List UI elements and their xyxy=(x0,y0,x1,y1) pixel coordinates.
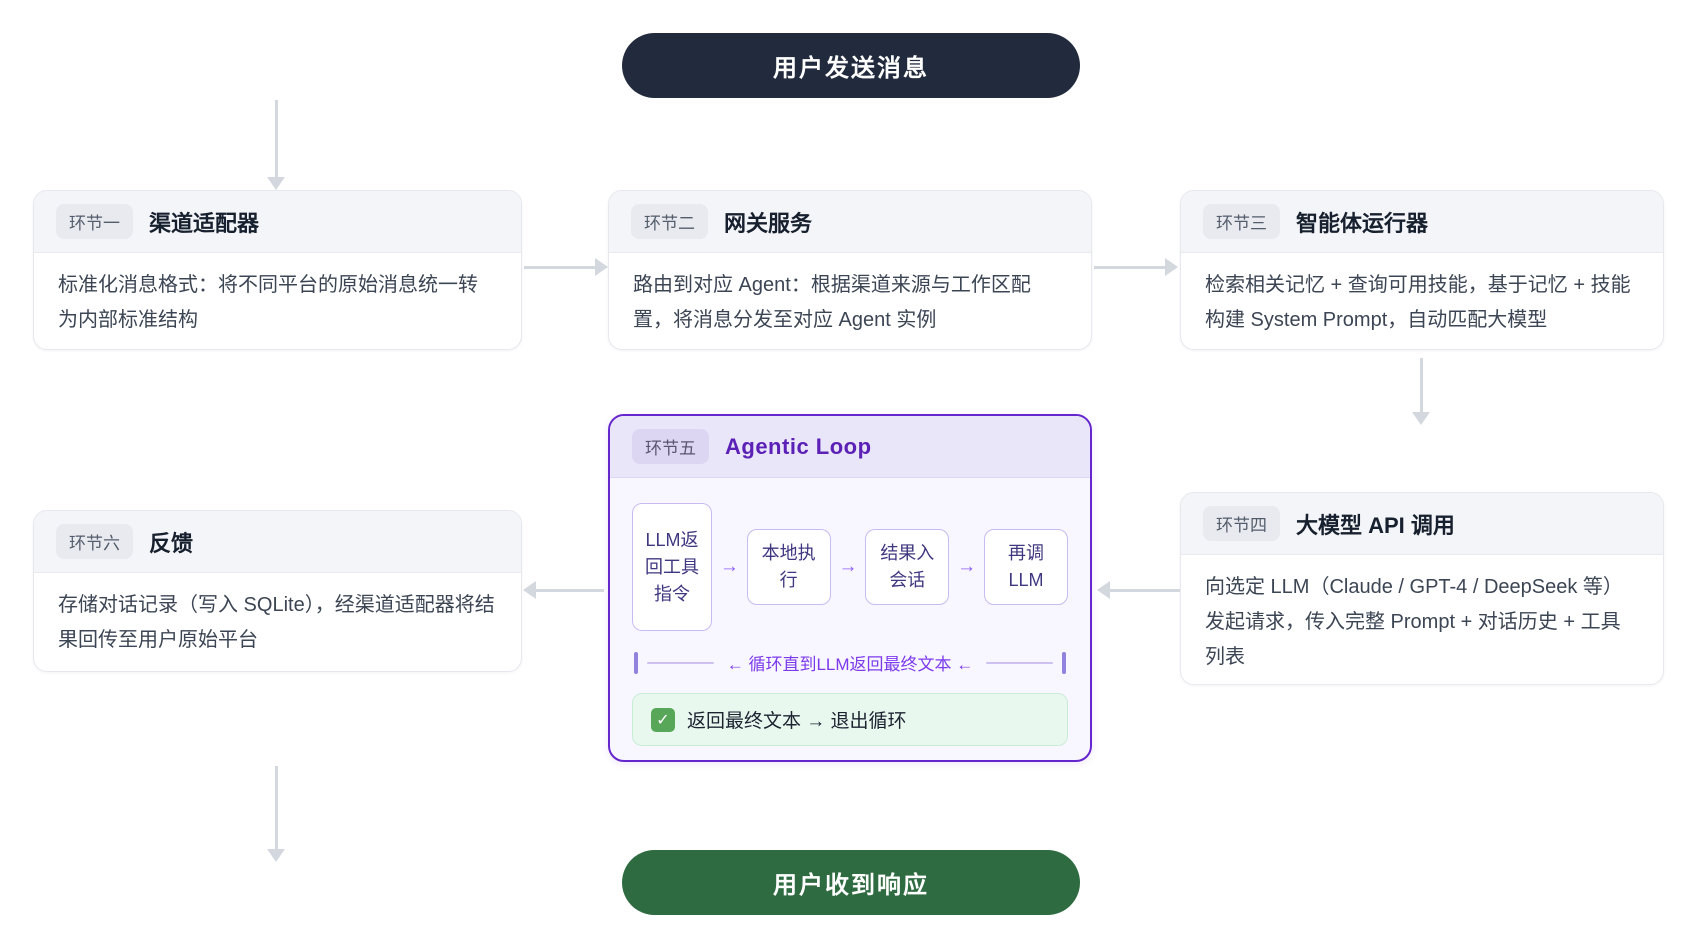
check-icon: ✓ xyxy=(651,707,675,732)
step-badge: 环节二 xyxy=(631,204,708,239)
exit-success-note: ✓ 返回最终文本 → 退出循环 xyxy=(632,693,1068,746)
arrow-down-icon xyxy=(1412,412,1430,425)
arrow-down-icon xyxy=(267,177,285,190)
card-title: 反馈 xyxy=(149,530,194,556)
step-card-agent-runner: 环节三 智能体运行器 检索相关记忆 + 查询可用技能，基于记忆 + 技能构建 S… xyxy=(1180,190,1664,350)
arrow-line xyxy=(275,100,278,178)
step-badge: 环节三 xyxy=(1203,204,1280,239)
loop-dash-line xyxy=(647,661,714,664)
loop-body: LLM返回工具指令 → 本地执行 → 结果入会话 → 再调LLM ← 循环直到L… xyxy=(610,478,1090,760)
step-badge: 环节一 xyxy=(56,204,133,239)
loop-steps-row: LLM返回工具指令 → 本地执行 → 结果入会话 → 再调LLM xyxy=(632,502,1068,632)
card-description: 存储对话记录（写入 SQLite），经渠道适配器将结果回传至用户原始平台 xyxy=(58,594,495,651)
card-description: 检索相关记忆 + 查询可用技能，基于记忆 + 技能构建 System Promp… xyxy=(1205,274,1631,331)
loop-step-result-to-session: 结果入会话 xyxy=(865,529,950,605)
step-badge: 环节六 xyxy=(56,524,133,559)
loop-step-call-llm-again: 再调LLM xyxy=(983,529,1068,605)
step-card-channel-adapter: 环节一 渠道适配器 标准化消息格式：将不同平台的原始消息统一转为内部标准结构 xyxy=(33,190,522,350)
card-title: 渠道适配器 xyxy=(149,210,260,236)
step-card-gateway: 环节二 网关服务 路由到对应 Agent：根据渠道来源与工作区配置，将消息分发至… xyxy=(608,190,1092,350)
loop-step-llm-tool-call: LLM返回工具指令 xyxy=(632,503,712,631)
step-arrow-icon: → xyxy=(719,556,739,577)
arrow-left-icon xyxy=(523,581,536,599)
loop-end-bar xyxy=(634,651,638,674)
arrow-right-icon xyxy=(595,258,608,276)
arrow-right-icon xyxy=(1165,258,1178,276)
step-badge: 环节五 xyxy=(632,429,709,464)
loop-until-label: ← 循环直到LLM返回最终文本 ← xyxy=(634,650,1066,675)
card-title: 网关服务 xyxy=(724,210,813,236)
exit-note-text: 返回最终文本 → 退出循环 xyxy=(687,711,907,732)
arrow-line xyxy=(536,589,604,592)
loop-title: Agentic Loop xyxy=(725,433,872,459)
step-arrow-icon: → xyxy=(957,556,977,577)
card-header: 环节四 大模型 API 调用 xyxy=(1181,493,1663,555)
step-badge: 环节四 xyxy=(1203,506,1280,541)
user-message-pill: 用户发送消息 xyxy=(622,33,1080,98)
card-header: 环节三 智能体运行器 xyxy=(1181,191,1663,253)
loop-dash-line xyxy=(986,661,1053,664)
step-card-feedback: 环节六 反馈 存储对话记录（写入 SQLite），经渠道适配器将结果回传至用户原… xyxy=(33,510,522,672)
step-card-llm-api: 环节四 大模型 API 调用 向选定 LLM（Claude / GPT-4 / … xyxy=(1180,492,1664,685)
arrow-line xyxy=(275,766,278,850)
card-header: 环节二 网关服务 xyxy=(609,191,1091,253)
card-description: 标准化消息格式：将不同平台的原始消息统一转为内部标准结构 xyxy=(58,274,478,331)
card-description: 向选定 LLM（Claude / GPT-4 / DeepSeek 等）发起请求… xyxy=(1205,576,1623,668)
step-arrow-icon: → xyxy=(838,556,858,577)
loop-header: 环节五 Agentic Loop xyxy=(610,416,1090,478)
card-header: 环节一 渠道适配器 xyxy=(34,191,521,253)
arrow-down-icon xyxy=(267,849,285,862)
arrow-line xyxy=(1110,589,1180,592)
loop-step-local-exec: 本地执行 xyxy=(746,529,831,605)
loop-until-text: ← 循环直到LLM返回最终文本 ← xyxy=(726,655,974,674)
arrow-line xyxy=(524,266,595,269)
agentic-loop-panel: 环节五 Agentic Loop LLM返回工具指令 → 本地执行 → 结果入会… xyxy=(608,414,1092,762)
card-description: 路由到对应 Agent：根据渠道来源与工作区配置，将消息分发至对应 Agent … xyxy=(633,274,1031,331)
card-title: 大模型 API 调用 xyxy=(1296,512,1455,538)
arrow-left-icon xyxy=(1097,581,1110,599)
card-header: 环节六 反馈 xyxy=(34,511,521,573)
arrow-line xyxy=(1420,358,1423,412)
card-title: 智能体运行器 xyxy=(1296,210,1429,236)
loop-end-bar xyxy=(1062,651,1066,674)
arrow-line xyxy=(1094,266,1165,269)
user-response-pill: 用户收到响应 xyxy=(622,850,1080,915)
